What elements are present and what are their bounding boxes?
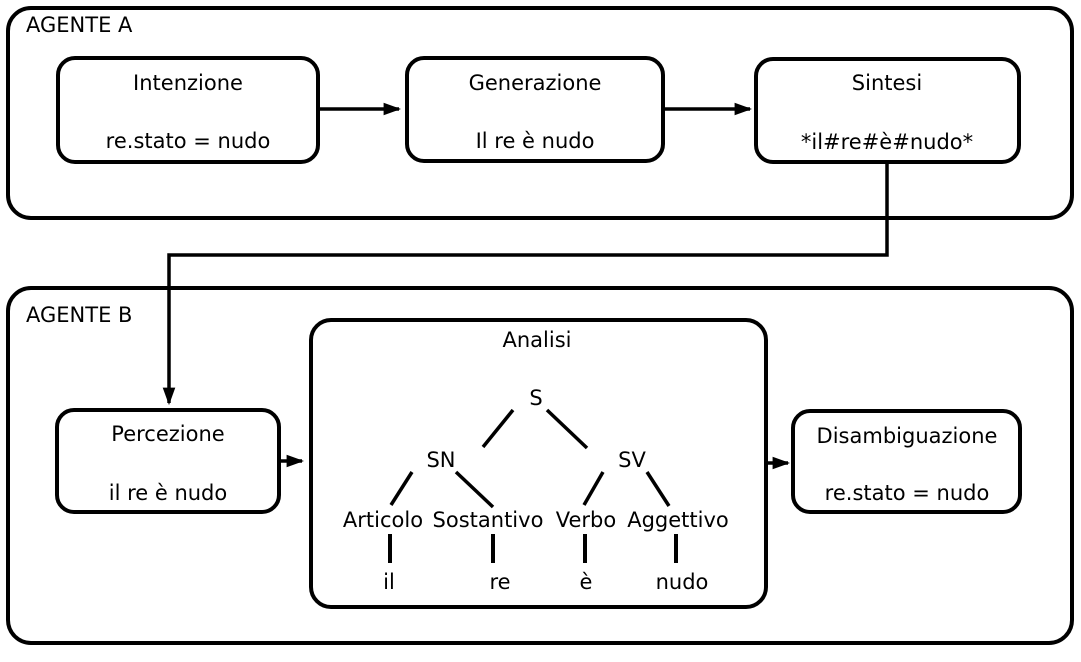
arrow-synthesis-to-perception bbox=[162, 162, 889, 406]
generation-title: Generazione bbox=[469, 71, 602, 95]
tree-node-sn: SN bbox=[426, 448, 455, 472]
perception-title: Percezione bbox=[111, 422, 224, 446]
disambiguation-box bbox=[791, 409, 1022, 514]
agent-b-container: AGENTE B Percezione il re è nudo Analisi bbox=[6, 286, 1074, 645]
disambiguation-title: Disambiguazione bbox=[817, 424, 998, 448]
tree-leaf-e: è bbox=[580, 570, 593, 594]
tree-leaf-re: re bbox=[489, 570, 510, 594]
syntax-tree-labels: S SN SV Articolo Sostantivo Verbo Aggett… bbox=[343, 386, 729, 594]
generation-value: Il re è nudo bbox=[476, 129, 595, 153]
tree-cat-aggettivo: Aggettivo bbox=[627, 508, 729, 532]
agent-b-frame bbox=[6, 286, 1074, 645]
tree-cat-articolo: Articolo bbox=[343, 508, 423, 532]
edge-sv-to-verbo bbox=[582, 471, 605, 506]
intention-node: Intenzione re.stato = nudo bbox=[56, 56, 320, 164]
disambiguation-node: Disambiguazione re.stato = nudo bbox=[791, 409, 1022, 514]
tree-cat-verbo: Verbo bbox=[556, 508, 616, 532]
edge-sn-to-sostantivo bbox=[454, 470, 495, 509]
synthesis-node: Sintesi *il#re#è#nudo* bbox=[754, 57, 1021, 164]
syntax-tree-edges bbox=[388, 408, 678, 563]
edge-sv-to-aggettivo bbox=[645, 471, 671, 507]
tree-leaf-il: il bbox=[383, 570, 395, 594]
analysis-title: Analisi bbox=[503, 328, 572, 352]
perception-node: Percezione il re è nudo bbox=[55, 408, 281, 514]
tree-root-s: S bbox=[529, 386, 542, 410]
tree-leaf-nudo: nudo bbox=[656, 570, 709, 594]
analysis-box bbox=[309, 318, 768, 609]
edge-s-to-sn bbox=[481, 408, 515, 449]
agent-a-container: AGENTE A Intenzione re.stato = nudo Gene… bbox=[6, 6, 1074, 220]
tree-cat-sostantivo: Sostantivo bbox=[433, 508, 544, 532]
synthesis-value: *il#re#è#nudo* bbox=[801, 130, 973, 154]
disambiguation-value: re.stato = nudo bbox=[825, 481, 990, 505]
agent-b-label: AGENTE B bbox=[26, 303, 132, 327]
edge-sn-to-articolo bbox=[389, 471, 414, 506]
agent-a-label: AGENTE A bbox=[26, 13, 133, 37]
intention-value: re.stato = nudo bbox=[106, 129, 271, 153]
agent-a-frame bbox=[6, 6, 1074, 220]
perception-value: il re è nudo bbox=[109, 481, 228, 505]
edge-s-to-sv bbox=[545, 408, 589, 450]
generation-node: Generazione Il re è nudo bbox=[405, 56, 665, 163]
synthesis-title: Sintesi bbox=[852, 71, 922, 95]
tree-node-sv: SV bbox=[618, 448, 646, 472]
intention-title: Intenzione bbox=[133, 71, 243, 95]
analysis-node: Analisi S SN bbox=[309, 318, 768, 609]
